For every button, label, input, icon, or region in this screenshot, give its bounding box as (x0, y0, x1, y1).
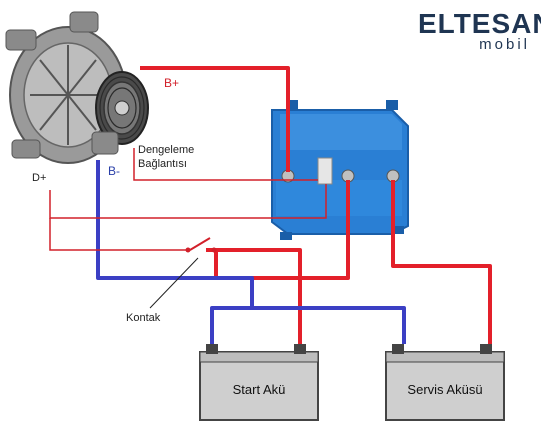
start-battery (199, 344, 319, 421)
brand-sub: mobil (479, 36, 530, 53)
brand-name: ELTESAN (418, 8, 541, 39)
label-balance-2: Bağlantısı (138, 158, 187, 170)
service-battery (385, 344, 505, 421)
brand-logo: ELTESAN mobil (418, 8, 541, 53)
negative-wires (96, 160, 406, 344)
label-balance-1: Dengeleme (138, 144, 195, 156)
ignition-switch (149, 237, 217, 309)
label-b-minus: B- (108, 164, 120, 178)
start-battery-label: Start Akü (232, 382, 286, 397)
label-ignition: Kontak (126, 312, 161, 324)
alternator (5, 11, 149, 164)
label-d-plus: D+ (32, 172, 47, 184)
service-battery-label: Servis Aküsü (407, 382, 483, 397)
battery-isolator (271, 100, 409, 240)
control-wires (49, 148, 327, 251)
label-b-plus: B+ (164, 76, 180, 90)
